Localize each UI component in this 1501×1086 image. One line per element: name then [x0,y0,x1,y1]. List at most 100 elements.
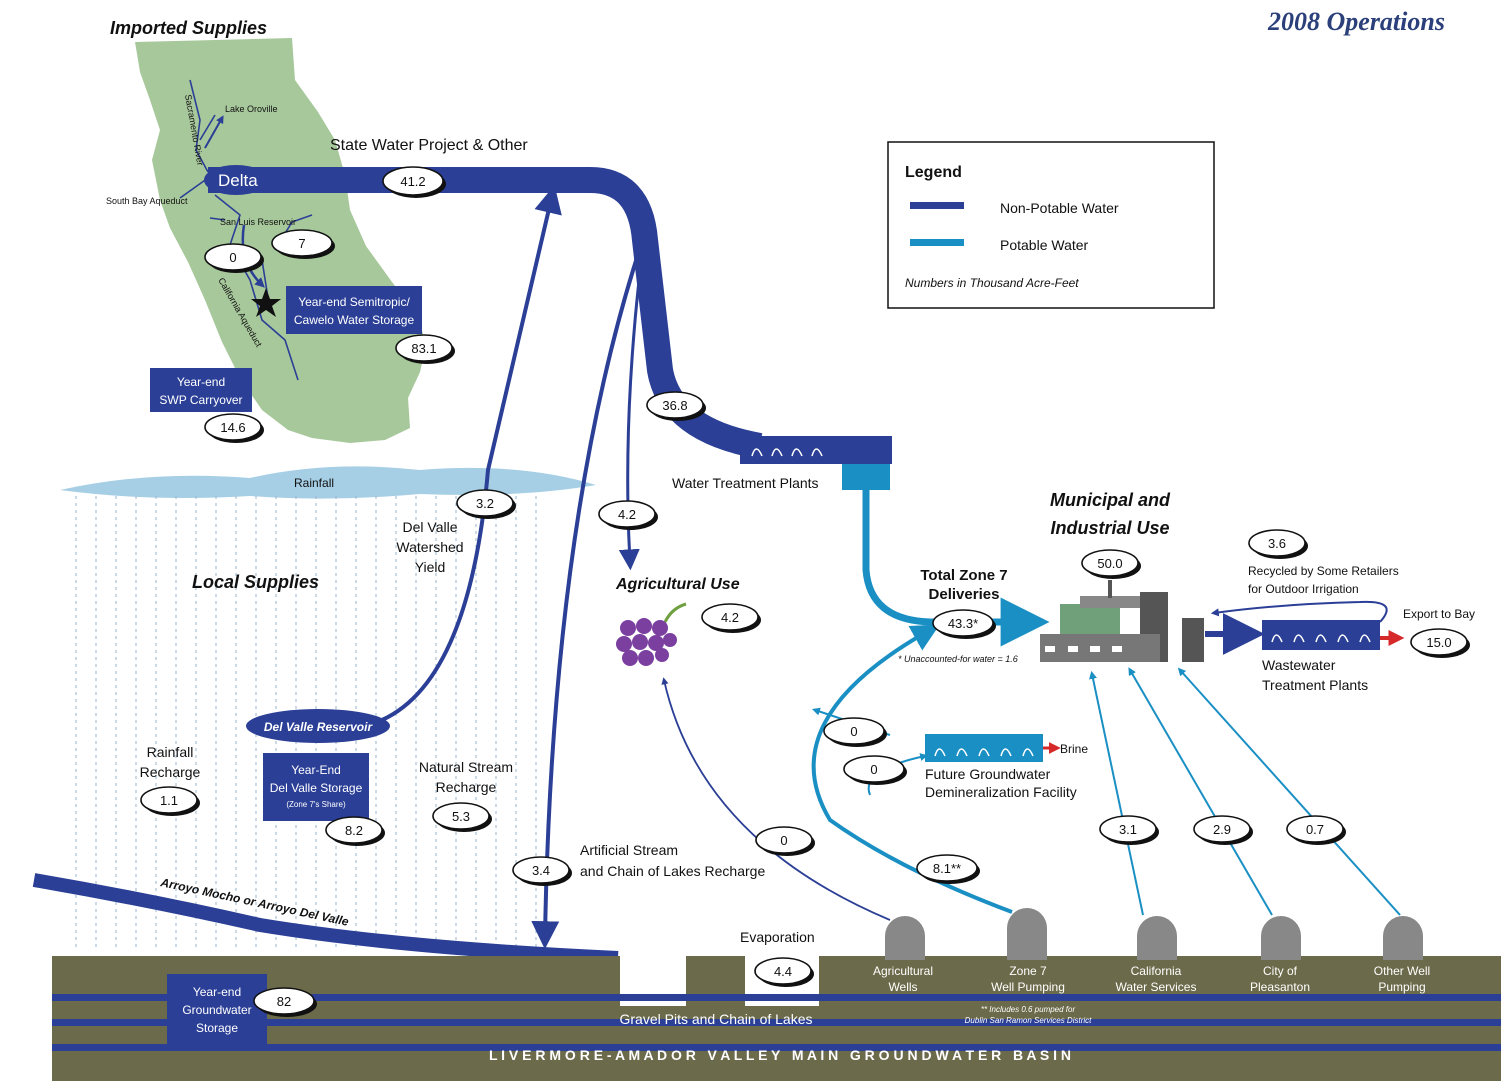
value-oval-carryover: 14.6 [204,413,264,443]
value-oval-swp: 41.2 [382,166,446,198]
value-oval-san-luis-out: 0 [204,243,264,273]
well-pleasanton-label-2: Pleasanton [1250,980,1310,994]
svg-text:3.4: 3.4 [532,863,550,878]
value-oval-recycled: 3.6 [1248,529,1308,559]
svg-text:36.8: 36.8 [662,398,687,413]
svg-text:14.6: 14.6 [220,420,245,435]
demin-label-2: Demineralization Facility [925,784,1077,800]
svg-text:1.1: 1.1 [160,793,178,808]
demin-label-1: Future Groundwater [925,766,1051,782]
well-zone7-label-2: Well Pumping [991,980,1065,994]
svg-text:7: 7 [298,236,305,251]
page-title: 2008 Operations [1267,7,1445,36]
svg-text:82: 82 [277,994,291,1009]
wwtp-label-2: Treatment Plants [1262,677,1368,693]
natural-stream-label-2: Recharge [436,779,497,795]
del-valle-storage-label-1: Year-End [291,763,341,777]
del-valle-storage-label-2: Del Valle Storage [270,781,363,795]
legend-box [887,141,1215,309]
wtp-label: Water Treatment Plants [672,475,819,491]
zone7-title-2: Deliveries [929,586,1000,603]
del-valle-reservoir [246,709,390,743]
value-oval-watershed: 3.2 [456,489,516,519]
groundwater-storage-label-2: Groundwater [182,1003,251,1017]
lake-oroville-arrow [204,115,224,149]
semitropic-label-1: Year-end Semitropic/ [298,295,410,309]
unaccounted-note: * Unaccounted-for water = 1.6 [898,654,1018,664]
value-oval-groundwater: 82 [253,987,317,1017]
svg-text:41.2: 41.2 [400,174,425,189]
value-oval-rainfall-recharge: 1.1 [140,786,200,816]
natural-stream-label-1: Natural Stream [419,759,513,775]
watershed-to-swp-arrow [381,185,562,722]
grapes-icon [616,602,687,666]
wtp-flow-icon [751,448,823,457]
legend-note: Numbers in Thousand Acre-Feet [905,276,1079,290]
rainfall-recharge-label-1: Rainfall [147,744,194,760]
del-valle-storage-box [263,753,369,821]
swp-label: State Water Project & Other [330,137,528,154]
svg-text:2.9: 2.9 [1213,822,1231,837]
value-oval-evaporation: 4.4 [754,957,814,987]
artificial-label-1: Artificial Stream [580,842,678,858]
california-rivers [179,79,313,381]
value-oval-zone7: 43.3* [932,609,996,639]
basin-name: L I V E R M O R E - A M A D O R V A L L … [489,1047,1071,1063]
semitropic-box [286,286,422,334]
svg-text:0: 0 [229,250,236,265]
gravel-label: Gravel Pits and Chain of Lakes [620,1011,813,1027]
groundwater-storage-label-1: Year-end [193,985,241,999]
city-buildings-icon [1040,580,1204,662]
well-note-2: Dublin San Ramon Services District [965,1016,1092,1025]
rainfall-recharge-label-2: Recharge [140,764,201,780]
well-agri-label-1: Agricultural [873,964,933,978]
wwtp-label-1: Wastewater [1262,657,1336,673]
imported-supplies-title: Imported Supplies [110,18,267,38]
local-supplies-title: Local Supplies [192,572,319,592]
muni-title-1: Municipal and [1050,490,1171,510]
delta-label: Delta [218,171,258,190]
wtp-to-zone7-pipe [862,490,1050,647]
other-to-muni-arrow [1177,667,1401,916]
well-icons [885,908,1423,960]
svg-text:15.0: 15.0 [1426,635,1451,650]
value-oval-reservoir-storage: 8.2 [325,816,385,846]
legend-non-potable-label: Non-Potable Water [1000,200,1119,216]
value-ovals: 41.2 0 7 83.1 14.6 36.8 3.2 4.2 4.2 50.0… [140,166,1470,1017]
carryover-label-2: SWP Carryover [159,393,242,407]
svg-text:4.4: 4.4 [774,964,792,979]
recycled-label-2: for Outdoor Irrigation [1248,582,1359,596]
svg-text:3.1: 3.1 [1119,822,1137,837]
svg-text:4.2: 4.2 [721,610,739,625]
export-label: Export to Bay [1403,607,1475,621]
value-oval-agri: 4.2 [701,603,761,633]
legend-potable-swatch [910,239,964,246]
well-cws-label-2: Water Services [1116,980,1197,994]
pleasanton-to-muni-arrow [1128,667,1273,916]
watershed-label-1: Del Valle [403,519,458,535]
value-oval-artificial: 3.4 [512,856,572,886]
swp-pipe [208,167,763,459]
well-other-label-2: Pumping [1378,980,1425,994]
label-south-bay-aqueduct: South Bay Aqueduct [106,196,188,206]
legend-potable-label: Potable Water [1000,237,1089,253]
well-pleasanton-label-1: City of [1263,964,1298,978]
svg-text:0: 0 [780,833,787,848]
wwtp-flow-icon [1271,634,1371,643]
value-oval-demin-a: 0 [823,717,887,747]
value-oval-natural-stream: 5.3 [432,802,492,832]
label-lake-oroville: Lake Oroville [225,104,278,114]
value-oval-san-luis-in: 7 [271,229,335,259]
cws-to-muni-arrow [1089,670,1144,916]
demin-flow-icon [934,748,1034,757]
delta-node [204,165,268,195]
star-icon [251,288,281,317]
agri-use-title: Agricultural Use [615,576,740,593]
recycled-label-1: Recycled by Some Retailers [1248,564,1399,578]
basin-aquifer-lines [52,994,1501,1051]
groundwater-storage-box [167,974,267,1044]
svg-text:8.2: 8.2 [345,823,363,838]
zone7-title-1: Total Zone 7 [920,567,1007,584]
value-oval-semitropic: 83.1 [395,334,455,364]
